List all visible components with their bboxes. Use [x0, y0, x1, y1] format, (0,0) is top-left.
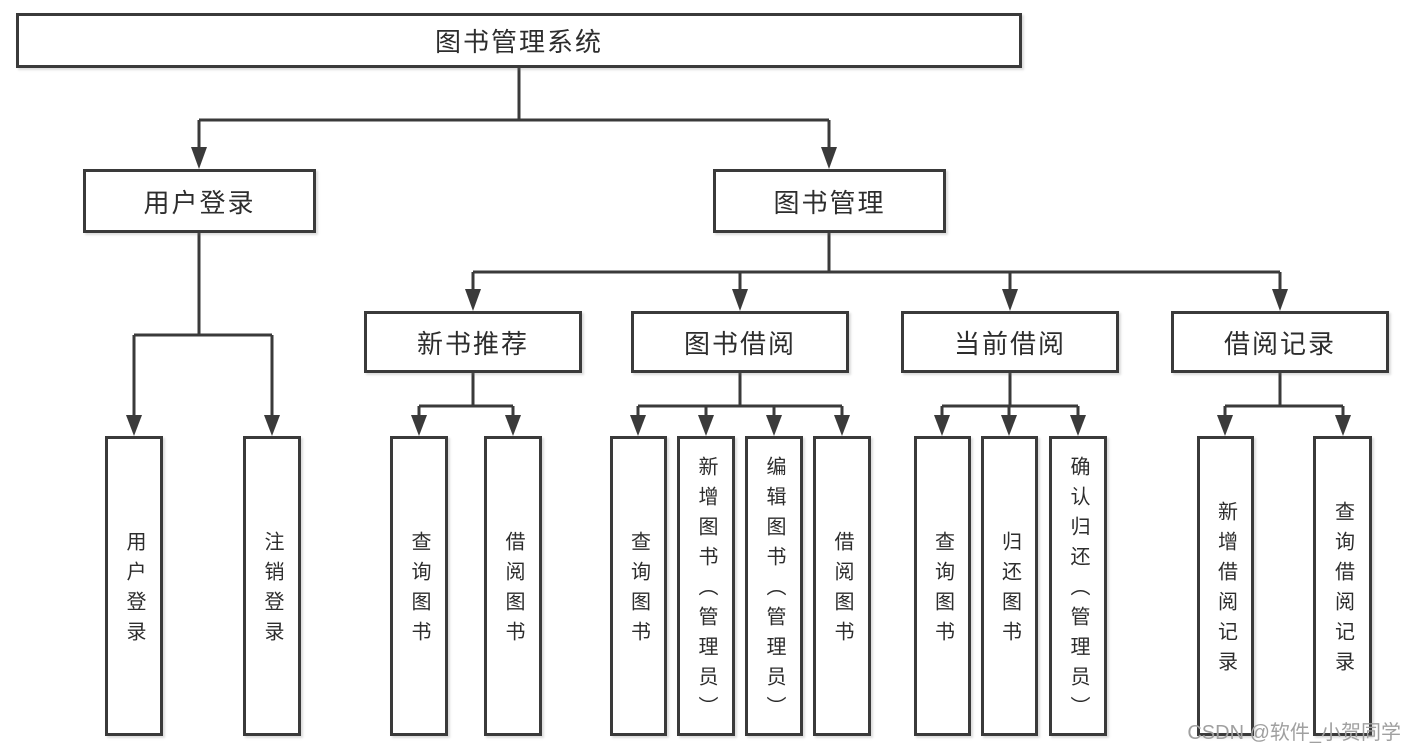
leaf-edit-books-admin: 编辑图书（管理员）	[745, 436, 803, 736]
leaf-return-books: 归还图书	[981, 436, 1038, 736]
leaf-user-login-label: 用户登录	[123, 531, 145, 651]
leaf-add-books-admin: 新增图书（管理员）	[677, 436, 735, 736]
node-book-borrowing: 图书借阅	[631, 311, 849, 373]
leaf-logout: 注销登录	[243, 436, 301, 736]
node-root-label: 图书管理系统	[434, 27, 603, 57]
leaf-query-books-recommend: 查询图书	[390, 436, 448, 736]
leaf-edit-books-admin-label: 编辑图书（管理员）	[763, 456, 785, 726]
leaf-add-borrow-record-label: 新增借阅记录	[1214, 501, 1237, 681]
leaf-return-books-label: 归还图书	[998, 531, 1021, 651]
node-book-borrowing-label: 图书借阅	[683, 328, 796, 359]
leaf-query-books-current: 查询图书	[914, 436, 971, 736]
leaf-query-borrow-record: 查询借阅记录	[1313, 436, 1372, 736]
node-borrowing-records-label: 借阅记录	[1223, 328, 1336, 359]
node-current-borrowing: 当前借阅	[901, 311, 1119, 373]
leaf-add-borrow-record: 新增借阅记录	[1197, 436, 1254, 736]
leaf-borrow-books-borrowing-label: 借阅图书	[831, 531, 853, 651]
leaf-borrow-books-borrowing: 借阅图书	[813, 436, 871, 736]
node-book-management: 图书管理	[713, 169, 946, 233]
node-user-login: 用户登录	[83, 169, 316, 233]
leaf-query-borrow-record-label: 查询借阅记录	[1331, 501, 1354, 681]
node-root: 图书管理系统	[16, 13, 1022, 68]
leaf-query-books-borrowing-label: 查询图书	[627, 531, 650, 651]
csdn-watermark: CSDN @软件_小贺同学	[1187, 722, 1401, 744]
leaf-add-books-admin-label: 新增图书（管理员）	[695, 456, 717, 726]
node-borrowing-records: 借阅记录	[1171, 311, 1389, 373]
leaf-borrow-books-recommend-label: 借阅图书	[502, 531, 524, 651]
node-new-book-recommend-label: 新书推荐	[416, 328, 529, 359]
node-user-login-label: 用户登录	[143, 187, 256, 218]
node-book-management-label: 图书管理	[773, 187, 886, 218]
node-current-borrowing-label: 当前借阅	[953, 328, 1066, 359]
node-new-book-recommend: 新书推荐	[364, 311, 582, 373]
leaf-query-books-recommend-label: 查询图书	[408, 531, 430, 651]
leaf-confirm-return-admin: 确认归还（管理员）	[1049, 436, 1107, 736]
leaf-query-books-current-label: 查询图书	[931, 531, 954, 651]
leaf-logout-label: 注销登录	[261, 531, 283, 651]
leaf-query-books-borrowing: 查询图书	[610, 436, 667, 736]
leaf-confirm-return-admin-label: 确认归还（管理员）	[1067, 456, 1089, 726]
leaf-borrow-books-recommend: 借阅图书	[484, 436, 542, 736]
leaf-user-login: 用户登录	[105, 436, 163, 736]
